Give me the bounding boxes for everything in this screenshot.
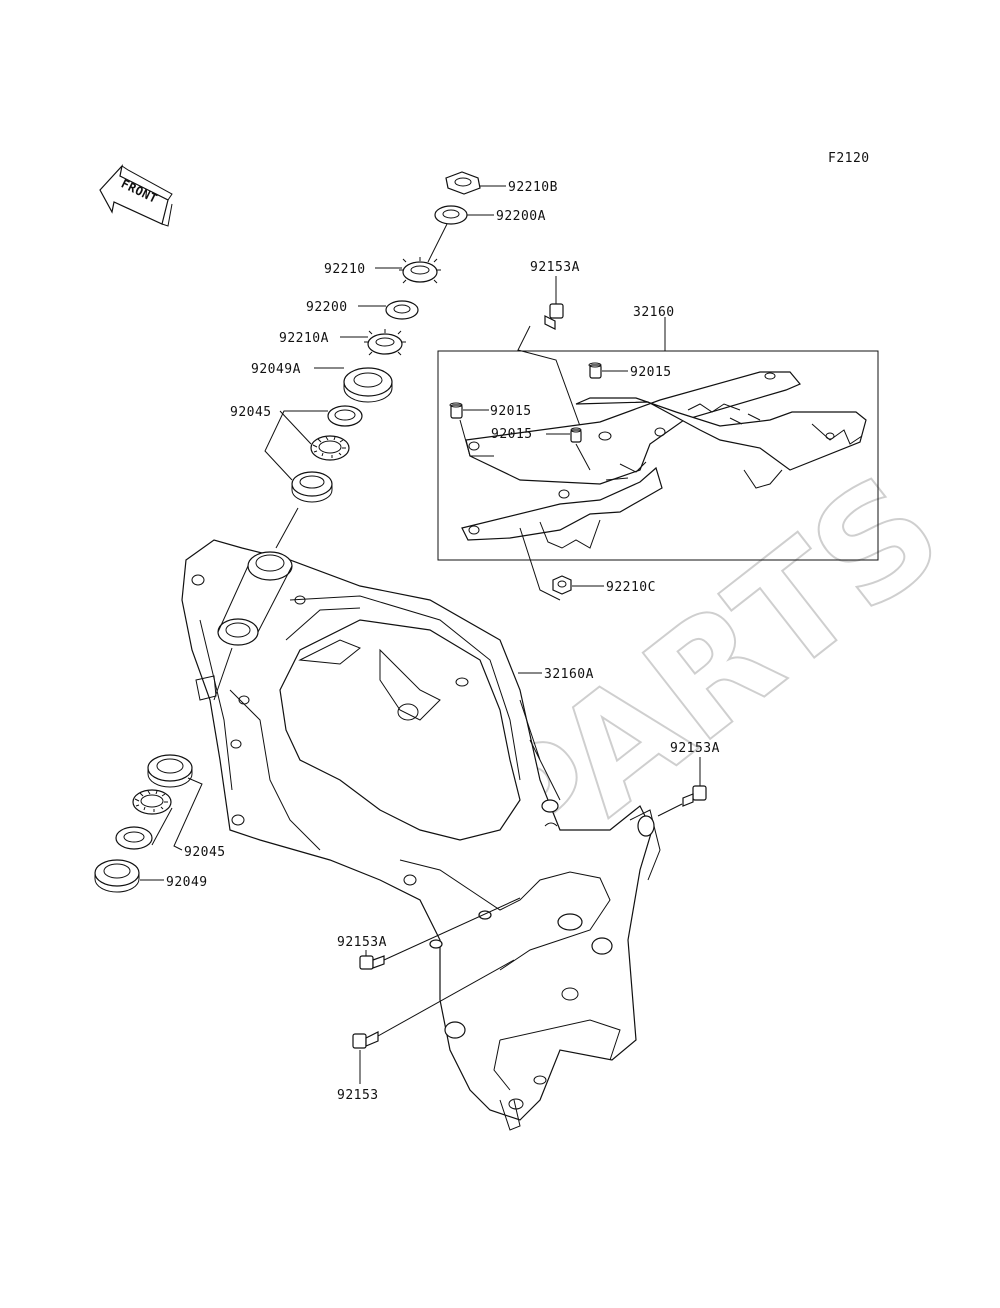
subframe-32160 (461, 371, 867, 549)
bolt-92153A-right (682, 785, 707, 807)
label-92210B: 92210B (508, 180, 558, 195)
stem-locknut-92210 (399, 257, 441, 284)
label-92153A-top: 92153A (530, 260, 580, 275)
bolt-92153A-top (544, 303, 564, 330)
collar-92015-a (588, 362, 602, 379)
label-92049A: 92049A (251, 362, 301, 377)
label-92153: 92153 (337, 1088, 379, 1103)
label-92015-b: 92015 (490, 404, 532, 419)
race-lower-92045 (291, 471, 333, 503)
collar-92015-b (449, 402, 463, 419)
label-92049: 92049 (166, 875, 208, 890)
bolt-92153 (352, 1031, 379, 1049)
label-92153A-right: 92153A (670, 741, 720, 756)
front-arrow-icon: FRONT (99, 164, 173, 227)
collar-92015-c (570, 427, 582, 443)
label-32160: 32160 (633, 305, 675, 320)
bearing-lower-92045 (132, 789, 172, 815)
label-92045-bottom: 92045 (184, 845, 226, 860)
label-92200A: 92200A (496, 209, 546, 224)
label-92210C: 92210C (606, 580, 656, 595)
figure-code: F2120 (828, 151, 870, 166)
race-lower-92045-b (115, 826, 153, 850)
label-92015-c: 92015 (491, 427, 533, 442)
stem-nut-92210A (364, 329, 406, 356)
washer-92200A (434, 205, 468, 225)
race-upper-92045 (327, 405, 363, 427)
nut-92210C (552, 575, 572, 595)
seal-92049 (94, 859, 140, 893)
label-92200: 92200 (306, 300, 348, 315)
label-92015-a: 92015 (630, 365, 672, 380)
seal-92049A (343, 367, 393, 403)
label-92210A: 92210A (279, 331, 329, 346)
main-frame-32160A (181, 539, 661, 1131)
washer-92200 (385, 300, 419, 320)
race-lower-92045-a (147, 754, 193, 788)
label-32160A: 32160A (544, 667, 594, 682)
bolt-92153A-left (359, 955, 385, 970)
label-92153A-left: 92153A (337, 935, 387, 950)
bearing-upper-92045 (310, 435, 350, 461)
stem-nut-92210B (445, 171, 481, 195)
label-92210: 92210 (324, 262, 366, 277)
subframe-box (437, 350, 879, 561)
label-92045-top: 92045 (230, 405, 272, 420)
